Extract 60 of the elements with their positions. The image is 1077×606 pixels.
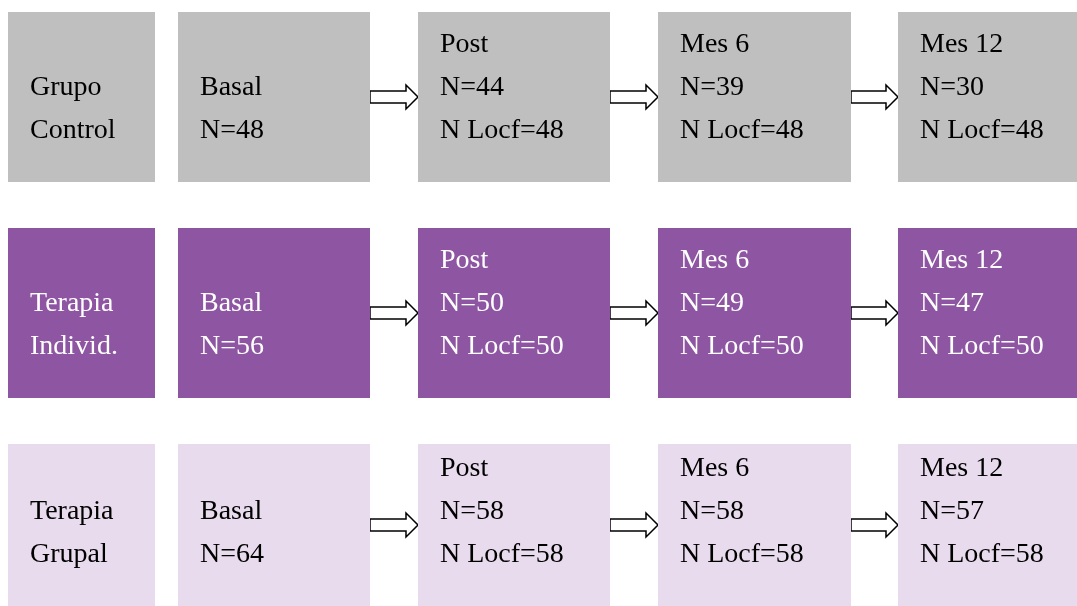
stage-box [898,228,1077,398]
stage-text: N=58 [680,493,745,527]
stage-text: Mes 6 [680,450,751,484]
stage-text: N=58 [440,493,505,527]
stage-text: Post [440,26,490,60]
stage-text: N=49 [680,285,745,319]
stage-text: N Locf=48 [680,112,805,146]
stage-text: N=39 [680,69,745,103]
group-label: Grupo Control [30,69,117,146]
stage-text: N Locf=58 [680,536,805,570]
stage-text: N Locf=50 [440,328,565,362]
stage-text: Basal [200,493,264,527]
stage-box [418,12,610,182]
stage-box [898,444,1077,606]
stage-text: Basal [200,69,264,103]
stage-text: N=64 [200,536,265,570]
stage-text: Mes 12 [920,242,1005,276]
block-arrow [609,299,660,327]
stage-text: N=48 [200,112,265,146]
stage-text: Basal [200,285,264,319]
stage-text: N=50 [440,285,505,319]
stage-box [178,12,370,182]
stage-box [658,228,851,398]
block-arrow [850,511,900,539]
group-box [8,12,155,182]
stage-text: N Locf=58 [440,536,565,570]
block-arrow [369,299,420,327]
stage-text: Mes 6 [680,26,751,60]
stage-text: N=30 [920,69,985,103]
block-arrow [850,83,900,111]
group-label: Terapia Grupal [30,493,115,570]
group-box [8,228,155,398]
stage-text: N=56 [200,328,265,362]
block-arrow [609,511,660,539]
stage-box [418,228,610,398]
stage-box [898,12,1077,182]
stage-text: Post [440,450,490,484]
stage-text: N Locf=50 [920,328,1045,362]
stage-text: N Locf=50 [680,328,805,362]
stage-text: Mes 12 [920,450,1005,484]
block-arrow [850,299,900,327]
stage-box [178,228,370,398]
group-box [8,444,155,606]
stage-text: N=44 [440,69,505,103]
stage-text: Post [440,242,490,276]
stage-box [658,12,851,182]
block-arrow [609,83,660,111]
stage-text: N Locf=58 [920,536,1045,570]
stage-text: Mes 12 [920,26,1005,60]
group-label: Terapia Individ. [30,285,119,362]
block-arrow [369,511,420,539]
stage-text: N Locf=48 [440,112,565,146]
stage-text: N=57 [920,493,985,527]
stage-box [418,444,610,606]
stage-text: Mes 6 [680,242,751,276]
stage-box [178,444,370,606]
stage-box [658,444,851,606]
stage-text: N=47 [920,285,985,319]
stage-text: N Locf=48 [920,112,1045,146]
block-arrow [369,83,420,111]
